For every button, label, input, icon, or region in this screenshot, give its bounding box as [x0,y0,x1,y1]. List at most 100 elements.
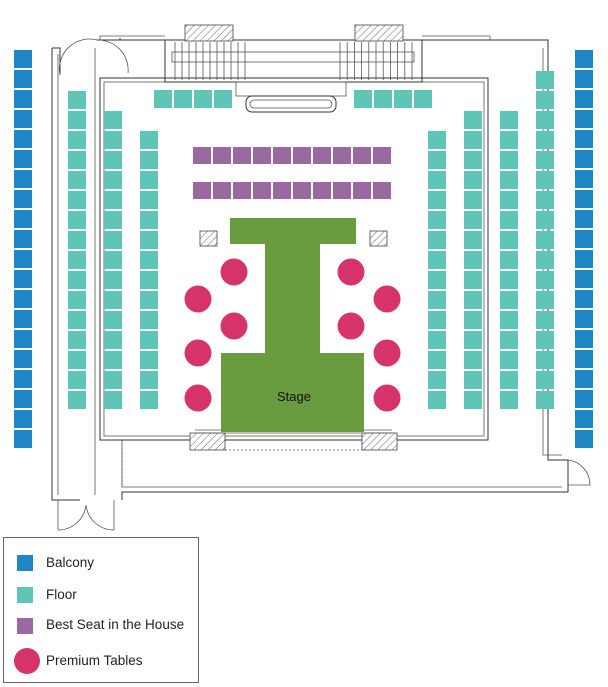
floor-seat[interactable] [500,111,518,129]
floor-seat[interactable] [140,171,158,189]
balcony-seat[interactable] [575,190,593,208]
floor-seat[interactable] [464,191,482,209]
floor-seat[interactable] [464,331,482,349]
balcony-seat[interactable] [575,150,593,168]
floor-seat[interactable] [104,271,122,289]
floor-seat[interactable] [500,211,518,229]
floor-seat[interactable] [464,271,482,289]
balcony-seat[interactable] [575,350,593,368]
floor-seat[interactable] [428,231,446,249]
floor-seat[interactable] [428,251,446,269]
floor-seat[interactable] [464,351,482,369]
floor-seat[interactable] [214,90,232,108]
floor-seat[interactable] [68,391,86,409]
premium-table[interactable] [373,339,401,367]
balcony-seat[interactable] [575,130,593,148]
floor-seat[interactable] [104,291,122,309]
floor-seat[interactable] [140,151,158,169]
floor-seat[interactable] [500,151,518,169]
premium-table[interactable] [184,339,212,367]
floor-seat[interactable] [140,191,158,209]
floor-seat[interactable] [428,371,446,389]
floor-seat[interactable] [500,251,518,269]
floor-seat[interactable] [464,171,482,189]
floor-seat[interactable] [174,90,192,108]
floor-seat[interactable] [536,371,554,389]
balcony-seat[interactable] [575,290,593,308]
balcony-seat[interactable] [14,390,32,408]
floor-seat[interactable] [68,171,86,189]
best-seat[interactable] [293,182,311,199]
premium-table[interactable] [337,312,365,340]
balcony-seat[interactable] [14,290,32,308]
floor-seat[interactable] [428,351,446,369]
floor-seat[interactable] [536,211,554,229]
floor-seat[interactable] [464,131,482,149]
premium-table[interactable] [184,285,212,313]
balcony-seat[interactable] [575,410,593,428]
floor-seat[interactable] [536,111,554,129]
floor-seat[interactable] [104,371,122,389]
floor-seat[interactable] [104,231,122,249]
best-seat[interactable] [253,147,271,164]
balcony-seat[interactable] [575,50,593,68]
premium-table[interactable] [373,384,401,412]
floor-seat[interactable] [536,271,554,289]
floor-seat[interactable] [500,191,518,209]
floor-seat[interactable] [68,291,86,309]
floor-seat[interactable] [140,271,158,289]
balcony-seat[interactable] [575,430,593,448]
floor-seat[interactable] [464,151,482,169]
best-seat[interactable] [273,182,291,199]
balcony-seat[interactable] [575,170,593,188]
balcony-seat[interactable] [14,270,32,288]
floor-seat[interactable] [374,90,392,108]
balcony-seat[interactable] [14,330,32,348]
floor-seat[interactable] [500,291,518,309]
floor-seat[interactable] [154,90,172,108]
floor-seat[interactable] [68,271,86,289]
floor-seat[interactable] [140,211,158,229]
floor-seat[interactable] [68,131,86,149]
floor-seat[interactable] [140,231,158,249]
balcony-seat[interactable] [14,310,32,328]
floor-seat[interactable] [464,251,482,269]
premium-table[interactable] [220,258,248,286]
balcony-seat[interactable] [14,190,32,208]
floor-seat[interactable] [104,191,122,209]
balcony-seat[interactable] [575,310,593,328]
floor-seat[interactable] [104,331,122,349]
floor-seat[interactable] [140,331,158,349]
balcony-seat[interactable] [14,350,32,368]
floor-seat[interactable] [536,131,554,149]
balcony-seat[interactable] [14,230,32,248]
floor-seat[interactable] [104,111,122,129]
floor-seat[interactable] [536,351,554,369]
floor-seat[interactable] [68,231,86,249]
floor-seat[interactable] [464,391,482,409]
floor-seat[interactable] [500,371,518,389]
floor-seat[interactable] [464,231,482,249]
floor-seat[interactable] [68,331,86,349]
floor-seat[interactable] [464,111,482,129]
premium-table[interactable] [337,258,365,286]
floor-seat[interactable] [536,91,554,109]
balcony-seat[interactable] [14,210,32,228]
floor-seat[interactable] [500,131,518,149]
floor-seat[interactable] [68,251,86,269]
floor-seat[interactable] [104,351,122,369]
floor-seat[interactable] [428,391,446,409]
floor-seat[interactable] [428,171,446,189]
best-seat[interactable] [233,182,251,199]
best-seat[interactable] [293,147,311,164]
floor-seat[interactable] [140,251,158,269]
floor-seat[interactable] [104,251,122,269]
floor-seat[interactable] [536,311,554,329]
floor-seat[interactable] [140,371,158,389]
best-seat[interactable] [353,147,371,164]
balcony-seat[interactable] [14,250,32,268]
floor-seat[interactable] [428,291,446,309]
floor-seat[interactable] [536,71,554,89]
balcony-seat[interactable] [575,110,593,128]
floor-seat[interactable] [464,211,482,229]
